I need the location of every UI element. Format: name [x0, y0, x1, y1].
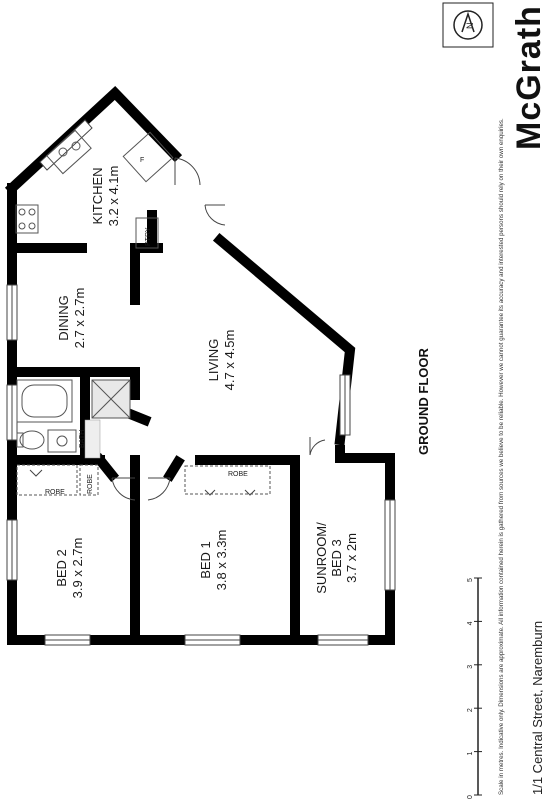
cooktop-icon	[15, 204, 39, 234]
compass-logo-icon: N	[442, 2, 494, 48]
robe-small	[79, 464, 99, 496]
small-labels: PTRY BATH ROBE ROBE ROBE F	[45, 157, 248, 496]
tiles	[84, 419, 101, 459]
kitchen-dims: 3.2 x 4.1m	[106, 166, 121, 227]
doors	[29, 157, 326, 501]
dining-name: DINING	[56, 295, 71, 341]
living-name: LIVING	[206, 339, 221, 382]
robe-bed2	[16, 464, 78, 496]
robe-bed1	[184, 465, 271, 495]
windows	[6, 119, 396, 646]
dining-dims: 2.7 x 2.7m	[72, 288, 87, 349]
kitchen-name: KITCHEN	[90, 167, 105, 224]
fridge-label: F	[140, 157, 144, 164]
robe-small-label: ROBE	[87, 474, 94, 494]
disclaimer: Scale in metres. Indicative only. Dimens…	[498, 118, 505, 795]
room-labels: KITCHEN 3.2 x 4.1m DINING 2.7 x 2.7m LIV…	[54, 166, 359, 599]
fixtures	[15, 129, 271, 496]
robe-bed2-label: ROBE	[45, 489, 65, 496]
brand-name: McGrath	[510, 5, 543, 150]
svg-text:N: N	[465, 23, 475, 30]
robe-bed1-label: ROBE	[228, 471, 248, 478]
scale-tick-label: 4	[467, 621, 474, 625]
vanity-icon	[47, 429, 77, 453]
sunroom-name-line1: SUNROOM/	[314, 522, 329, 594]
scale-bar: 0 1 2 3 4 5	[467, 577, 482, 799]
property-address: 1/1 Central Street, Naremburn	[530, 621, 543, 795]
fridge-space	[122, 131, 174, 183]
living-dims: 4.7 x 4.5m	[222, 330, 237, 391]
toilet-icon	[16, 430, 45, 450]
floor-label: GROUND FLOOR	[416, 348, 431, 455]
bed2-dims: 3.9 x 2.7m	[70, 538, 85, 599]
scale-tick-label: 1	[467, 752, 474, 756]
pantry-label: PTRY	[145, 227, 152, 246]
bath-label: BATH	[79, 430, 86, 448]
bed1-dims: 3.8 x 3.3m	[214, 530, 229, 591]
bed2-name: BED 2	[54, 549, 69, 587]
sunroom-dims: 3.7 x 2m	[344, 533, 359, 583]
sunroom-name-line2: BED 3	[329, 539, 344, 577]
scale-tick-label: 5	[467, 578, 474, 582]
kitchen-sink-icon	[46, 129, 92, 175]
shower-icon	[91, 379, 131, 419]
scale-tick-label: 0	[467, 795, 474, 799]
bathtub-icon	[16, 379, 73, 423]
scale-tick-label: 2	[467, 708, 474, 712]
bed1-name: BED 1	[198, 541, 213, 579]
scale-tick-label: 3	[467, 665, 474, 669]
pantry	[135, 217, 159, 249]
